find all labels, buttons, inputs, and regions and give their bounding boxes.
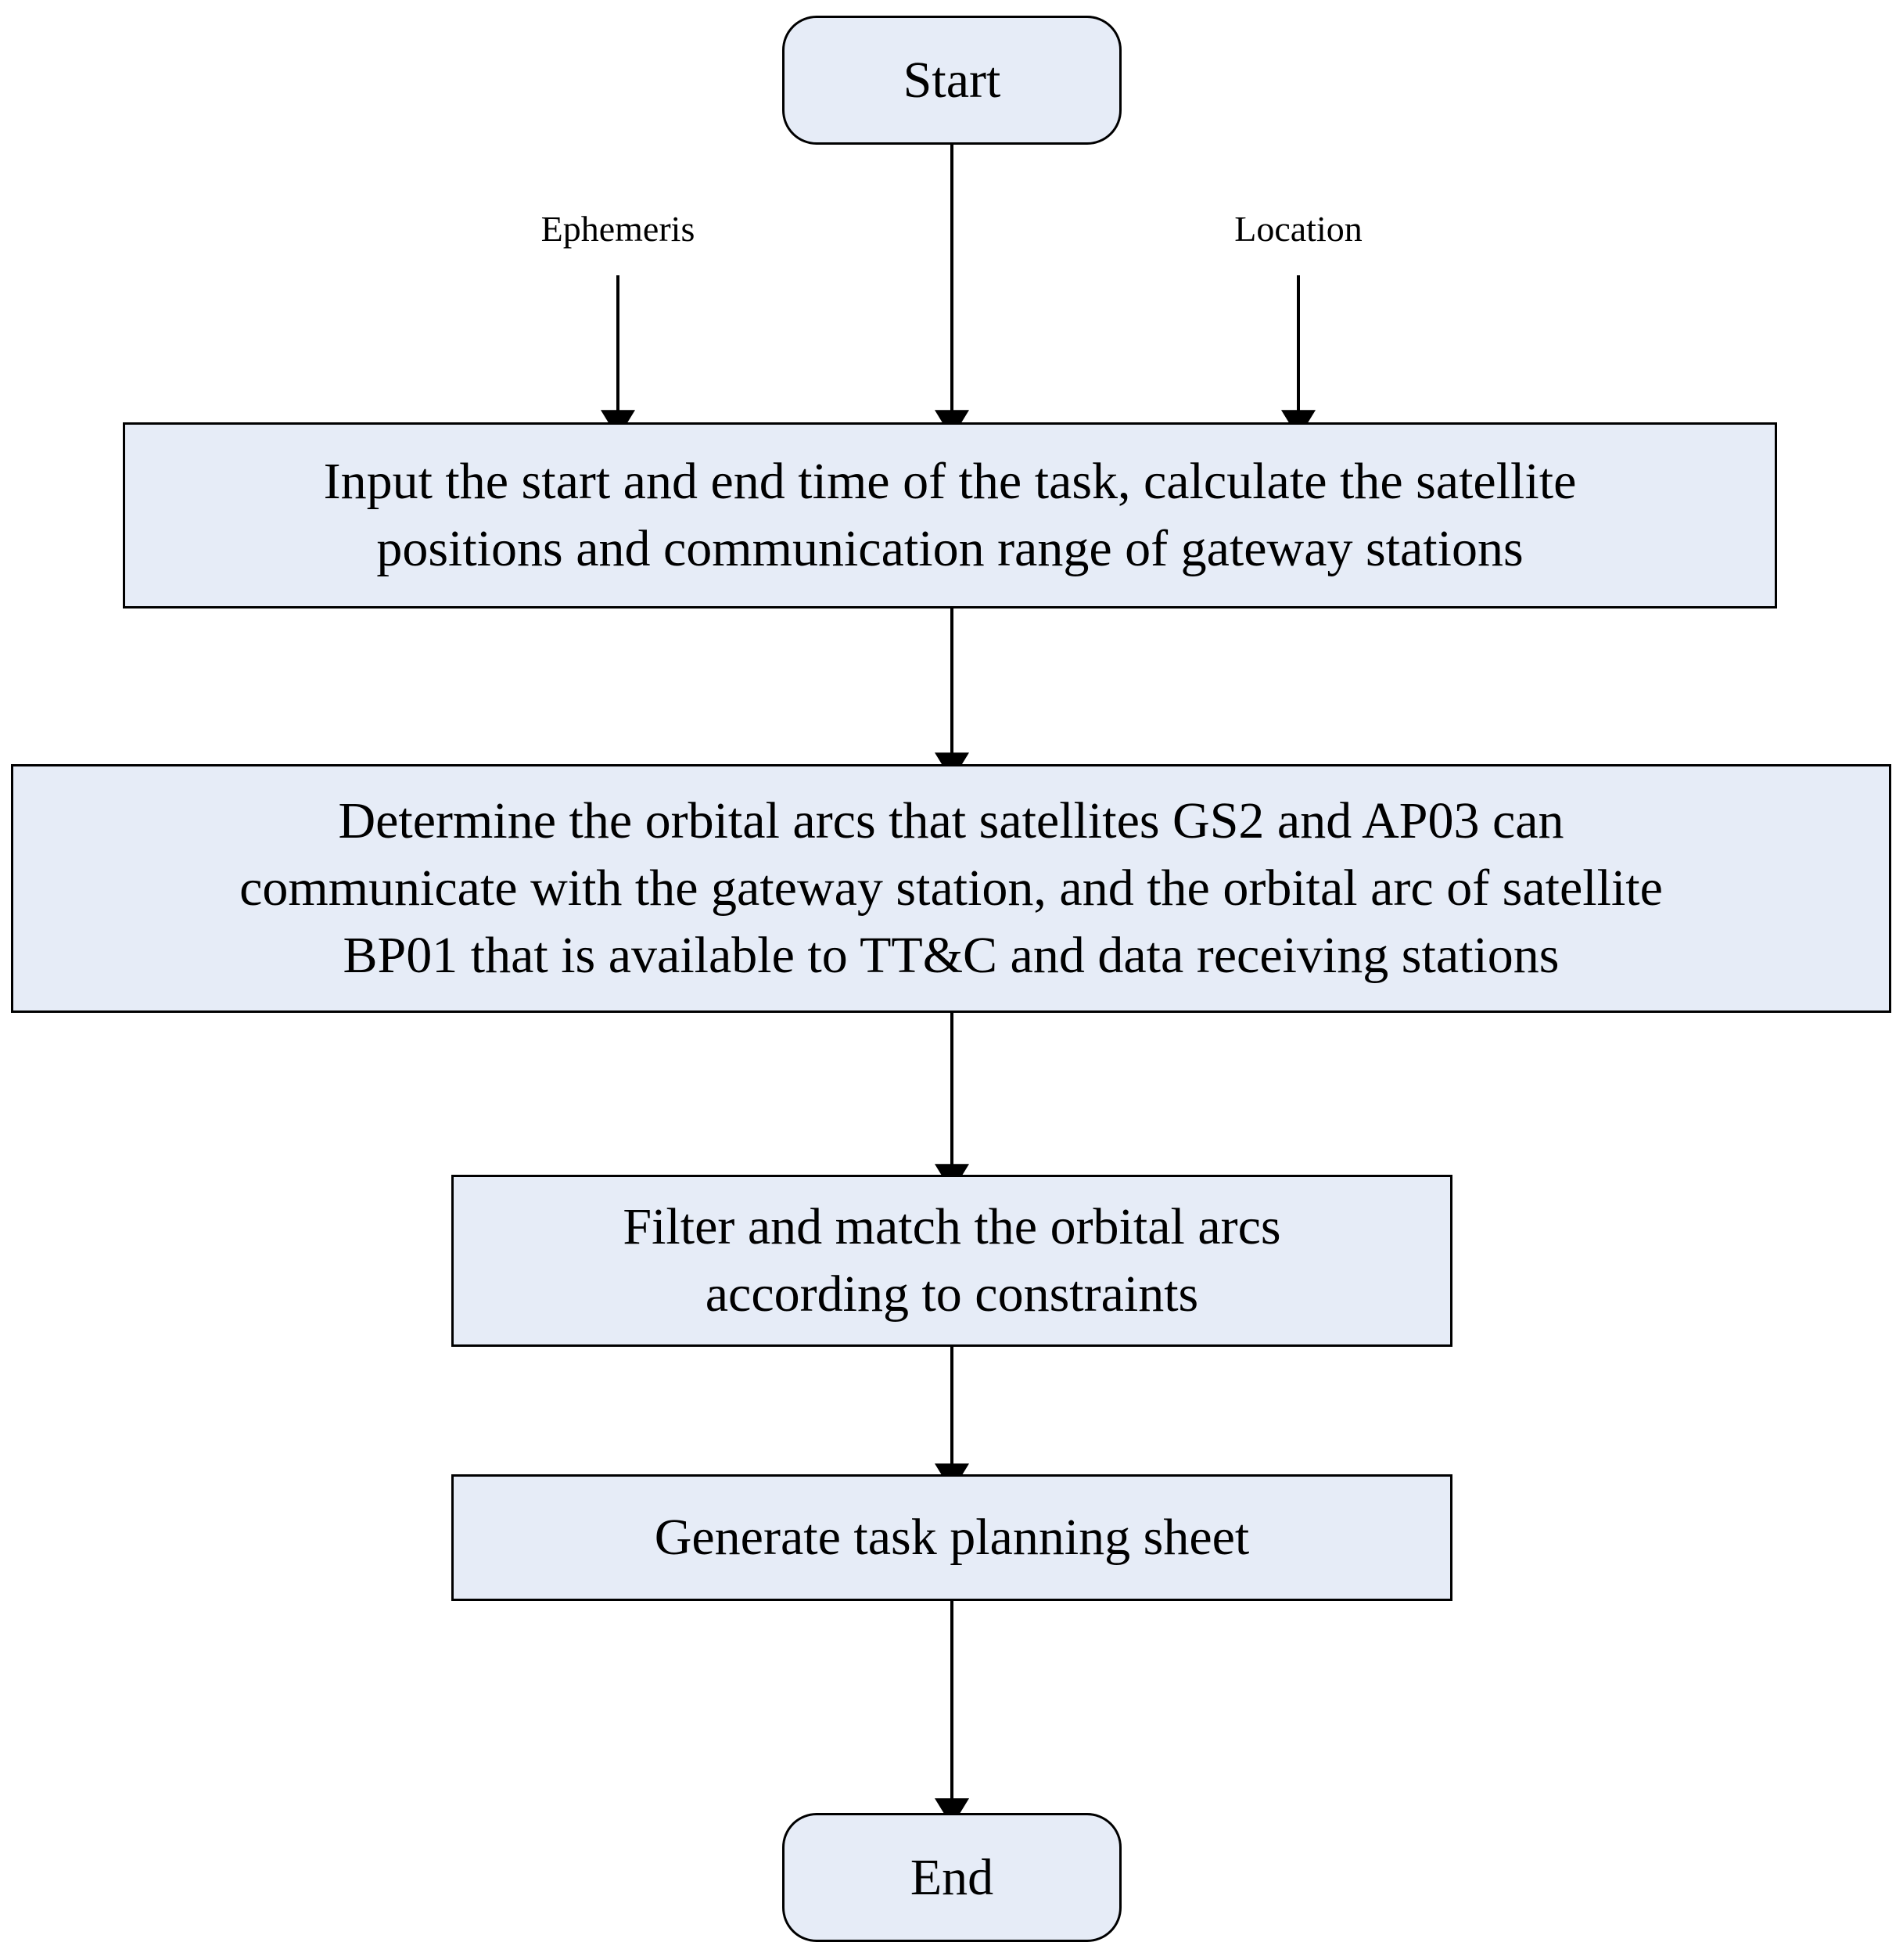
- node-step1-input-times[interactable]: Input the start and end time of the task…: [123, 422, 1777, 608]
- node-step2-line2: communicate with the gateway station, an…: [239, 860, 1663, 917]
- node-step3-line1: Filter and match the orbital arcs: [623, 1198, 1281, 1256]
- node-end-label: End: [910, 1848, 994, 1906]
- node-step2-text: Determine the orbital arcs that satellit…: [34, 788, 1869, 989]
- node-step1-line1: Input the start and end time of the task…: [323, 453, 1577, 511]
- input-label-ephemeris: Ephemeris: [540, 209, 695, 249]
- node-end[interactable]: End: [782, 1813, 1122, 1942]
- node-start-label: Start: [903, 51, 1001, 109]
- node-step2-determine-arcs[interactable]: Determine the orbital arcs that satellit…: [11, 764, 1891, 1013]
- input-label-location: Location: [1234, 209, 1363, 249]
- node-step1-line2: positions and communication range of gat…: [376, 520, 1524, 577]
- node-step4-generate-sheet[interactable]: Generate task planning sheet: [451, 1474, 1452, 1601]
- node-step2-line3: BP01 that is available to TT&C and data …: [343, 926, 1560, 984]
- node-start[interactable]: Start: [782, 16, 1122, 145]
- node-step4-text: Generate task planning sheet: [474, 1504, 1430, 1571]
- node-step4-line1: Generate task planning sheet: [654, 1509, 1250, 1567]
- node-step2-line1: Determine the orbital arcs that satellit…: [338, 792, 1564, 850]
- node-step3-text: Filter and match the orbital arcs accord…: [474, 1194, 1430, 1328]
- node-step1-text: Input the start and end time of the task…: [145, 448, 1754, 583]
- node-step3-filter-match[interactable]: Filter and match the orbital arcs accord…: [451, 1175, 1452, 1347]
- node-step3-line2: according to constraints: [705, 1265, 1199, 1323]
